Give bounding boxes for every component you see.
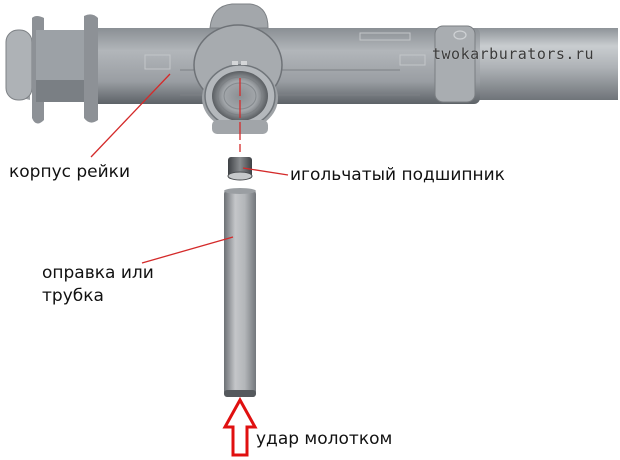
mandrel-rod: [224, 188, 256, 397]
rack-housing: [5, 3, 480, 134]
leader-lines: [90, 73, 289, 264]
label-mandrel: оправка или: [42, 263, 154, 283]
label-needle-bearing: игольчатый подшипник: [290, 165, 505, 185]
watermark-text: twokarburators.ru: [432, 45, 595, 63]
leader-line-mandrel: [141, 236, 234, 264]
leader-line-bearing: [242, 167, 289, 176]
label-mandrel-line2: трубка: [42, 286, 104, 306]
label-hammer-blow: удар молотком: [256, 429, 393, 449]
label-rack-housing: корпус рейки: [9, 162, 131, 182]
arrow-up-outline-icon: [222, 396, 258, 457]
rack-tube: [470, 28, 618, 100]
needle-bearing: [227, 157, 253, 181]
leader-line-housing: [90, 73, 171, 158]
